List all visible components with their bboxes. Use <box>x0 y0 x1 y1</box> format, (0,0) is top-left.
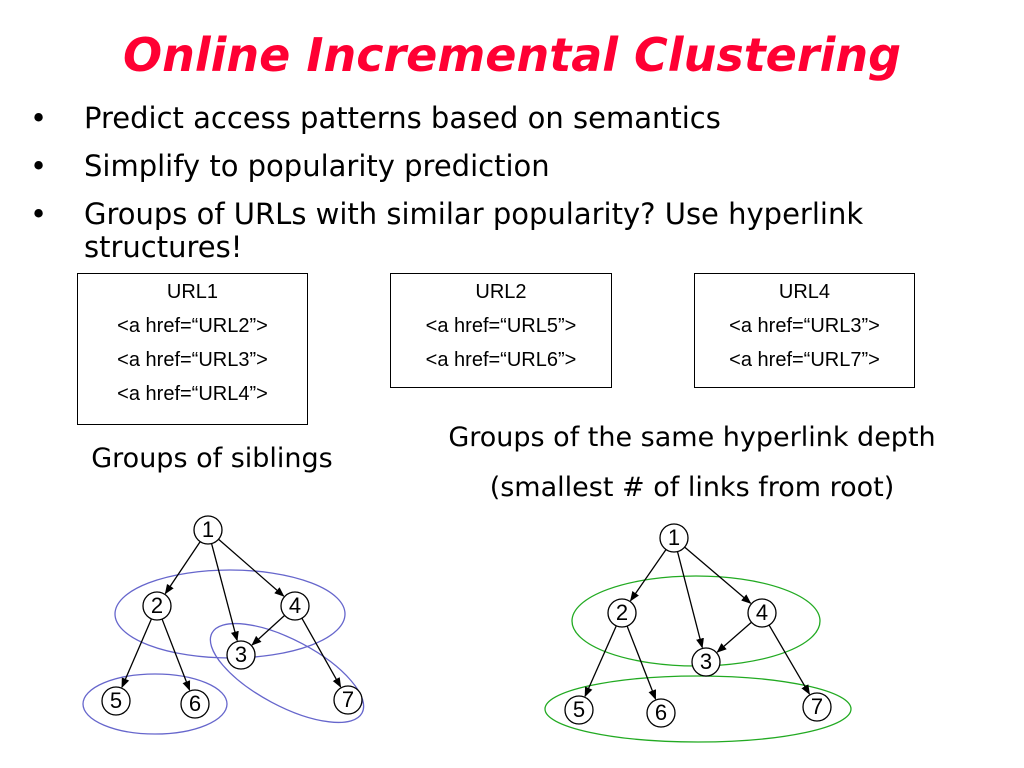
node-circle <box>564 695 594 725</box>
node-circle <box>607 598 637 628</box>
bullet-text: Groups of URLs with similar popularity? … <box>84 197 864 264</box>
node-circle <box>226 640 256 670</box>
group-ellipse <box>544 675 852 743</box>
url-link: <a href=“URL6”> <box>425 349 577 371</box>
url1-box: URL1 <a href=“URL2”> <a href=“URL3”> <a … <box>77 273 308 425</box>
bullet-list: • Predict access patterns based on semant… <box>30 102 1000 279</box>
edge-arrow <box>676 551 704 649</box>
group-ellipse <box>209 622 365 724</box>
tree-node: 1 <box>659 523 689 553</box>
bullet-text: Predict access patterns based on semanti… <box>84 101 721 135</box>
depth-caption-line2: (smallest # of links from root) <box>489 472 895 503</box>
tree-node: 3 <box>691 647 721 677</box>
edge-arrow <box>684 546 752 604</box>
node-label: 5 <box>573 697 585 722</box>
edge-arrow <box>629 549 667 602</box>
edge-arrow <box>626 625 657 700</box>
node-label: 4 <box>756 600 768 625</box>
tree-node: 5 <box>101 686 131 716</box>
url2-box: URL2 <a href=“URL5”> <a href=“URL6”> <box>390 273 612 388</box>
url-link: <a href=“URL3”> <box>117 349 268 371</box>
edge-arrow <box>768 624 810 695</box>
edge-arrow <box>584 625 617 698</box>
bullet-item: • Simplify to popularity prediction <box>30 150 1000 183</box>
bullet-item: • Predict access patterns based on semant… <box>30 102 1000 135</box>
siblings-tree: 1 2 3 4 5 6 7 <box>82 515 365 735</box>
url-name: URL1 <box>166 281 219 303</box>
node-circle <box>659 523 689 553</box>
node-circle <box>193 515 223 545</box>
tree-node: 6 <box>646 698 676 728</box>
node-circle <box>142 591 172 621</box>
tree-node: 3 <box>226 640 256 670</box>
depth-caption-line1: Groups of the same hyperlink depth <box>448 422 936 453</box>
tree-node: 7 <box>802 692 832 722</box>
bullet-item: • Groups of URLs with similar popularity?… <box>30 198 1000 264</box>
depth-tree: 1 2 3 4 5 6 7 <box>544 523 852 743</box>
slide-title: Online Incremental Clustering <box>122 28 902 82</box>
tree-node: 7 <box>333 685 363 715</box>
edge-arrow <box>161 618 191 691</box>
node-label: 3 <box>235 642 247 667</box>
tree-node: 2 <box>142 591 172 621</box>
tree-node: 1 <box>193 515 223 545</box>
node-circle <box>280 591 310 621</box>
edge-arrow <box>210 543 239 642</box>
node-label: 2 <box>151 593 163 618</box>
url-link: <a href=“URL4”> <box>117 383 268 405</box>
tree-node: 4 <box>280 591 310 621</box>
url-name: URL4 <box>778 281 831 303</box>
node-label: 3 <box>700 649 712 674</box>
node-label: 1 <box>202 517 214 542</box>
edge-arrow <box>164 541 201 595</box>
node-label: 1 <box>668 525 680 550</box>
node-circle <box>333 685 363 715</box>
url4-box: URL4 <a href=“URL3”> <a href=“URL7”> <box>694 273 915 388</box>
edge-arrow <box>121 618 153 689</box>
node-circle <box>101 686 131 716</box>
edge-arrow <box>301 617 342 688</box>
group-ellipse <box>82 673 228 735</box>
node-label: 4 <box>289 593 301 618</box>
url-link: <a href=“URL2”> <box>117 315 268 337</box>
url-link: <a href=“URL5”> <box>425 315 577 337</box>
node-label: 2 <box>616 600 628 625</box>
node-circle <box>646 698 676 728</box>
bullet-marker: • <box>30 197 48 231</box>
node-circle <box>691 647 721 677</box>
bullet-marker: • <box>30 149 48 183</box>
edge-arrow <box>251 614 286 646</box>
node-label: 6 <box>655 700 667 725</box>
bullet-marker: • <box>30 101 48 135</box>
tree-node: 2 <box>607 598 637 628</box>
tree-node: 6 <box>180 689 210 719</box>
tree-node: 5 <box>564 695 594 725</box>
url-link: <a href=“URL7”> <box>729 349 880 371</box>
edge-arrow <box>716 621 752 653</box>
node-circle <box>747 598 777 628</box>
node-label: 6 <box>189 691 201 716</box>
node-circle <box>180 689 210 719</box>
url-link: <a href=“URL3”> <box>729 315 880 337</box>
node-label: 5 <box>110 688 122 713</box>
tree-node: 4 <box>747 598 777 628</box>
edge-arrow <box>218 538 285 597</box>
node-label: 7 <box>811 694 823 719</box>
url-name: URL2 <box>475 281 527 303</box>
node-label: 7 <box>342 687 354 712</box>
siblings-caption: Groups of siblings <box>91 443 333 474</box>
bullet-text: Simplify to popularity prediction <box>84 149 550 183</box>
node-circle <box>802 692 832 722</box>
